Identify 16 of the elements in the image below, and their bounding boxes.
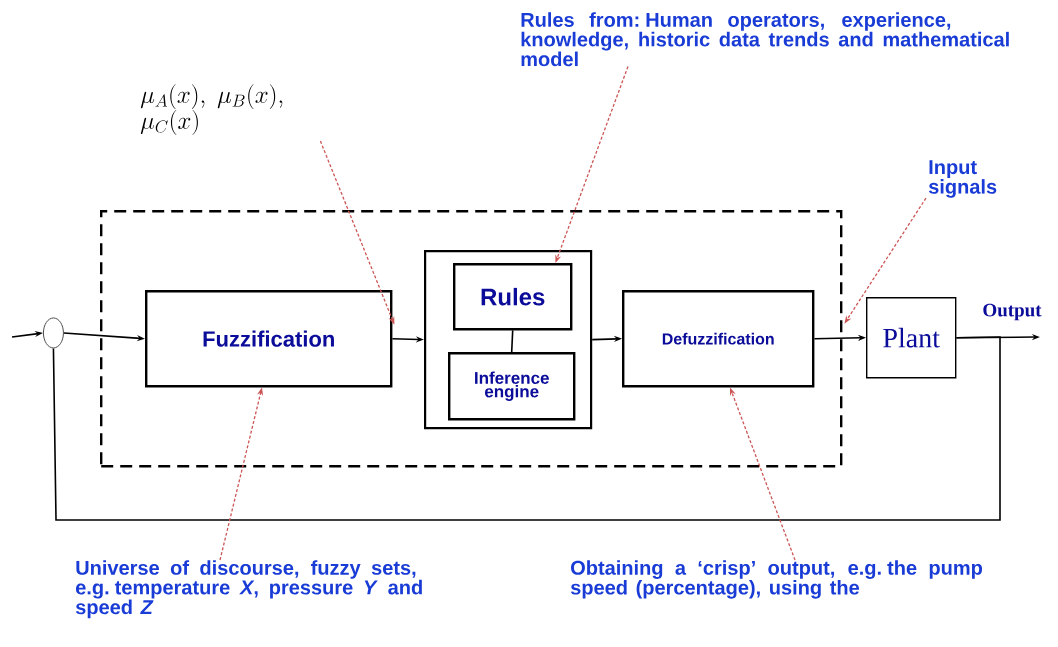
process-box: Defuzzification: [622, 290, 815, 388]
annotation-text: Input signals: [928, 160, 997, 198]
feedback-line: [52, 336, 1001, 521]
process-box: Rules: [453, 263, 573, 331]
annotation-text: Obtaining a ‘crisp’ output, e.g. the pump speed (percentage), using the: [570, 560, 983, 599]
rule-base-box: [424, 250, 593, 430]
process-box: Fuzzification: [145, 290, 393, 388]
process-box: Plant: [866, 297, 957, 379]
controller-boundary: [100, 210, 843, 468]
process-box: Inference engine: [448, 352, 576, 421]
connector-line: [510, 329, 514, 353]
annotation-text: Rules from: Human operators, experience, knowledge, historic data trends and mathematical model: [521, 12, 1009, 67]
edge-label: Output: [981, 302, 1043, 322]
summing-junction: [42, 317, 64, 349]
membership-formula: $\mu_A(x),\ \ \mu_B(x),\allowbreak\ \mu_C(x)$: [140, 84, 283, 135]
annotation-text: Universe of discourse, fuzzy sets, e.g. temperature X, pressure Y and speed Z: [75, 560, 422, 619]
